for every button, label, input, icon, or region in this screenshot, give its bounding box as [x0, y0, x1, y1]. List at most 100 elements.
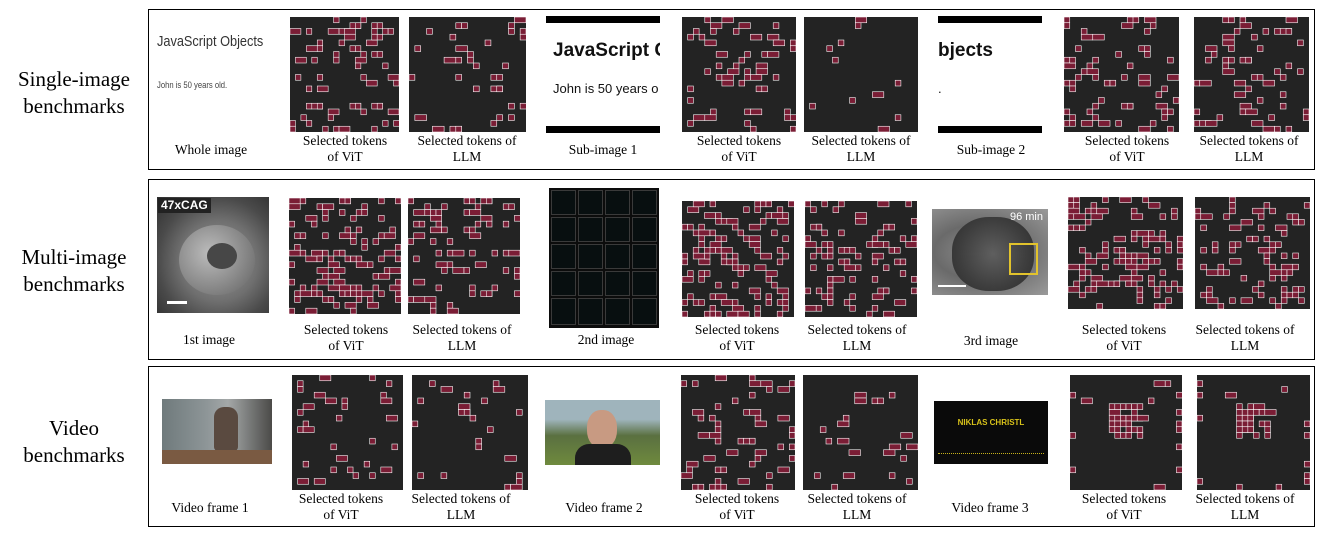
selected-token: [1206, 286, 1213, 293]
selected-token: [790, 114, 796, 121]
selected-token: [316, 290, 323, 297]
selected-token: [1236, 432, 1243, 439]
selected-token: [883, 287, 890, 295]
selected-token: [486, 290, 493, 297]
selected-token: [496, 85, 503, 93]
caption-sub-image-2: Sub-image 2: [956, 142, 1026, 157]
selected-token: [704, 310, 711, 317]
selected-token: [894, 247, 901, 254]
selected-token: [371, 28, 378, 35]
selected-token: [378, 255, 385, 263]
selected-token: [1142, 197, 1149, 203]
selected-token: [1102, 241, 1109, 248]
token-map-vit: [1068, 197, 1183, 309]
selected-token: [819, 426, 827, 433]
selected-token: [1229, 297, 1236, 304]
selected-token: [776, 299, 784, 306]
selected-token: [1236, 420, 1243, 428]
selected-token: [737, 478, 750, 485]
selected-token: [687, 270, 694, 277]
selected-token: [1304, 460, 1310, 468]
selected-token: [344, 290, 351, 297]
selected-token: [714, 375, 727, 382]
selected-token: [389, 267, 401, 274]
selected-token: [432, 125, 445, 132]
selected-token: [1096, 207, 1109, 215]
token-map-llm: [1194, 17, 1309, 132]
selected-token: [1200, 247, 1207, 254]
scale-bar: [938, 285, 966, 287]
row-label-line1: Video: [48, 416, 100, 440]
selected-token: [776, 287, 789, 295]
selected-token: [408, 296, 414, 303]
selected-token: [871, 258, 879, 266]
selected-token: [1298, 297, 1305, 304]
selected-token: [1297, 68, 1304, 75]
selected-token: [380, 466, 393, 474]
selected-token: [1136, 286, 1144, 293]
selected-token: [302, 420, 309, 428]
selected-token: [360, 108, 367, 116]
selected-token: [1090, 207, 1098, 215]
selected-token: [754, 455, 762, 462]
selected-token: [821, 229, 828, 237]
selected-token: [1165, 286, 1172, 293]
selected-token: [1113, 280, 1121, 287]
selected-token: [1245, 56, 1252, 64]
selected-token: [1195, 213, 1202, 220]
selected-token: [905, 241, 917, 248]
selected-token: [1197, 380, 1203, 387]
selected-token: [1084, 269, 1092, 276]
selected-token: [709, 229, 716, 237]
selected-token: [1096, 303, 1103, 309]
selected-token: [349, 45, 356, 52]
selected-token: [744, 74, 751, 81]
selected-token: [1069, 79, 1076, 87]
selected-token: [1197, 414, 1203, 422]
token-map-llm: [803, 375, 918, 490]
token-map-vit: [1070, 375, 1182, 490]
selected-token: [789, 443, 795, 451]
selected-token: [1167, 56, 1174, 64]
token-map-llm: [1195, 197, 1310, 309]
selected-token: [749, 409, 762, 416]
selected-token: [1253, 432, 1260, 439]
selected-token: [1125, 426, 1132, 433]
selected-token: [704, 17, 711, 24]
selected-token: [843, 299, 851, 306]
selected-token: [1102, 247, 1109, 254]
selected-token: [455, 56, 462, 64]
selected-token: [1167, 108, 1174, 116]
selected-token: [395, 296, 401, 303]
selected-token: [698, 33, 706, 41]
selected-token: [1108, 426, 1116, 433]
selected-token: [715, 247, 722, 254]
selected-token: [372, 284, 379, 292]
selected-token: [1096, 252, 1109, 259]
selected-token: [687, 85, 694, 93]
selected-token: [714, 437, 722, 445]
selected-token: [333, 56, 340, 64]
selected-token: [316, 39, 323, 47]
selected-token: [732, 252, 739, 260]
selected-token: [1258, 420, 1266, 428]
selected-token: [1125, 263, 1138, 271]
selected-token: [744, 68, 751, 75]
selected-token: [496, 74, 503, 81]
selected-token: [1302, 108, 1309, 116]
selected-token: [1292, 263, 1299, 271]
selected-token: [765, 270, 778, 277]
selected-token: [386, 414, 398, 422]
selected-token: [316, 203, 323, 210]
selected-token: [316, 102, 323, 110]
selected-token: [1103, 79, 1111, 87]
selected-token: [743, 235, 750, 242]
selected-token: [1206, 297, 1219, 304]
selected-token: [832, 276, 845, 283]
selected-token: [714, 426, 722, 433]
selected-token: [1098, 120, 1111, 127]
selected-token: [367, 261, 374, 268]
selected-token: [1092, 56, 1099, 64]
selected-token: [1096, 280, 1109, 287]
